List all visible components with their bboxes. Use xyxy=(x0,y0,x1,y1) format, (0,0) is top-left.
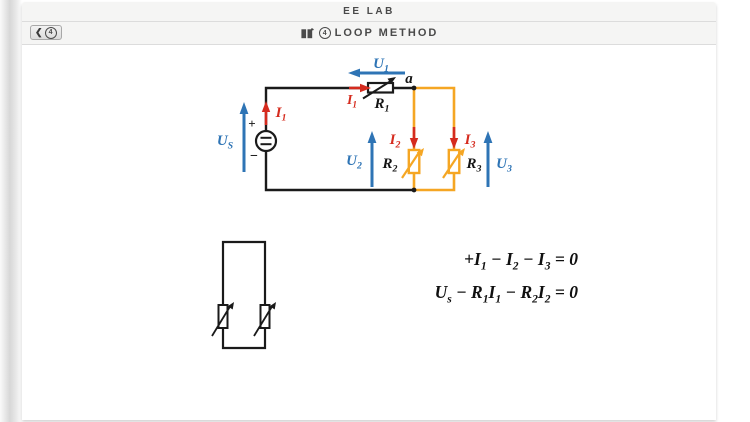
label-us: US​ xyxy=(217,133,234,152)
book-icon xyxy=(301,27,314,38)
page-title-cluster: 4 LOOP METHOD xyxy=(300,27,439,40)
node-b-dot xyxy=(411,187,417,193)
partial-wires xyxy=(221,240,267,350)
dc-source-icon xyxy=(254,129,278,153)
resistor-r3 xyxy=(442,148,465,179)
label-r3: R3​ xyxy=(466,156,482,175)
label-node-a: a xyxy=(405,71,413,87)
page-edge-shadow xyxy=(0,0,22,422)
current-arrow-i1-top xyxy=(349,83,371,93)
partial-resistor-left xyxy=(211,302,234,337)
current-arrow-i1-source xyxy=(261,101,271,125)
label-u1: U1​ xyxy=(373,56,389,75)
partial-circuit-diagram xyxy=(211,240,276,350)
kcl-equation: +I1 − I2 − I3 = 0 xyxy=(464,249,578,273)
back-button[interactable]: ❮ 4 xyxy=(30,25,62,40)
source-plus-sign: + xyxy=(248,116,255,131)
partial-resistor-right xyxy=(253,302,276,337)
label-i1-top: I1​ xyxy=(346,93,357,110)
circuit-diagram: + − xyxy=(217,56,512,193)
voltage-arrow-us xyxy=(239,102,249,172)
current-arrow-i2 xyxy=(409,127,419,149)
resistor-r2 xyxy=(401,148,424,179)
label-i3: I3​ xyxy=(464,132,476,151)
label-r1: R1​ xyxy=(374,96,390,115)
lesson-canvas: + − xyxy=(22,45,716,420)
label-i1-source: I1​ xyxy=(275,105,287,124)
back-chevron-icon: ❮ xyxy=(35,27,43,37)
voltage-arrow-u1 xyxy=(348,68,405,78)
wire-orange-loop xyxy=(412,86,456,192)
kvl-equation: Us − R1I1 − R2I2 = 0 xyxy=(434,281,578,306)
source-minus-sign: − xyxy=(250,149,258,164)
back-page-badge: 4 xyxy=(44,26,57,39)
node-a-dot xyxy=(411,85,417,91)
voltage-arrow-u3 xyxy=(483,131,493,187)
voltage-arrow-u2 xyxy=(367,131,377,187)
equation-block: +I1 − I2 − I3 = 0 Us − R1I1 − R2I2 = 0 xyxy=(400,247,578,312)
app-screen: EE LAB ❮ 4 4 LOOP METHOD xyxy=(22,2,716,420)
label-u2: U2​ xyxy=(346,153,362,172)
chapter-badge: 4 xyxy=(318,27,331,39)
label-i2: I2​ xyxy=(389,132,401,151)
page-title: LOOP METHOD xyxy=(334,27,439,39)
label-r2: R2​ xyxy=(382,156,398,175)
label-u3: U3​ xyxy=(496,156,512,175)
app-title-bar: EE LAB xyxy=(22,2,716,22)
app-title: EE LAB xyxy=(343,6,395,17)
current-arrow-i3 xyxy=(449,127,459,149)
toolbar: ❮ 4 4 LOOP METHOD xyxy=(22,22,716,45)
